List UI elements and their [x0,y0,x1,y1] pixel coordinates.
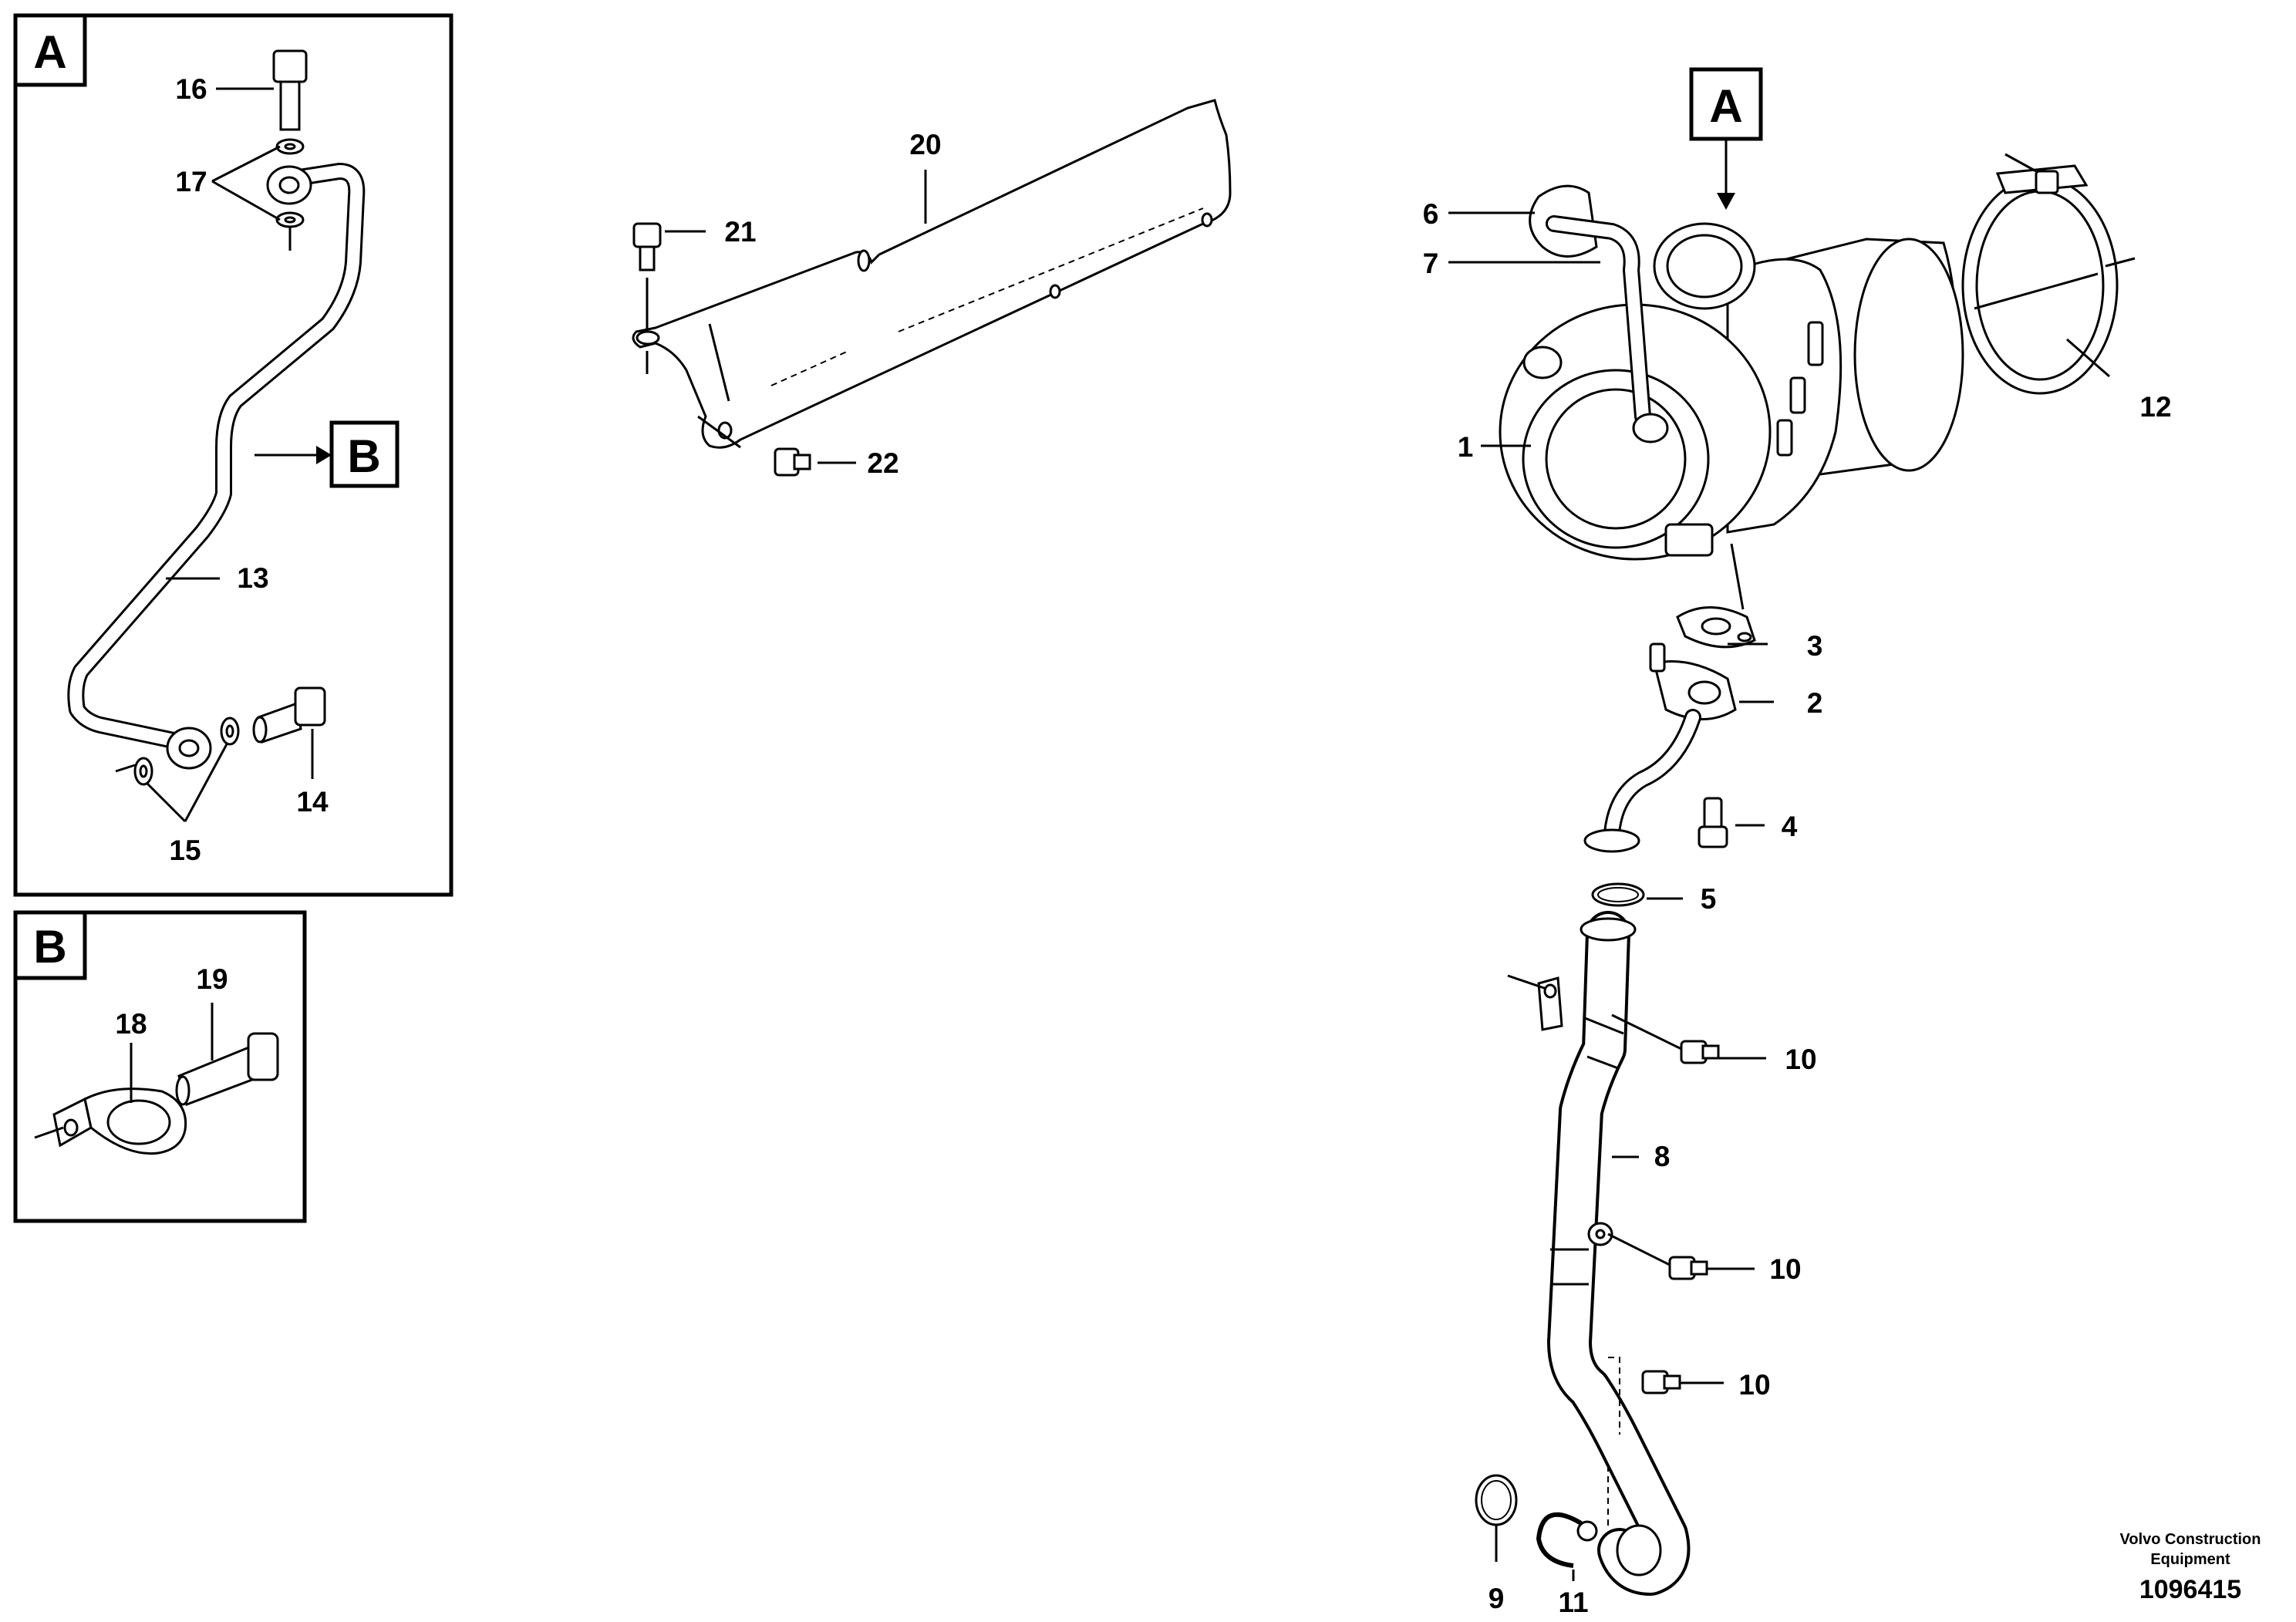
v-band-clamp [1961,153,2136,395]
brand-line1: Volvo Construction [2120,1531,2261,1548]
doc-number: 1096415 [2139,1575,2241,1604]
detail-b-frame [13,910,307,1223]
detail-b-tag [13,910,87,980]
banjo-bolt-14 [252,686,326,744]
o-ring-5 [1591,882,1645,907]
callout-10-upper: 10 [1785,1044,1816,1075]
oil-drain-pipe-2 [1583,642,1737,853]
detail-a: A [13,13,453,897]
banjo-bolt-16 [272,49,308,251]
detail-a-frame [13,13,453,897]
callout-22: 22 [867,447,899,479]
detail-b-pointer [329,420,400,488]
callout-11: 11 [1558,1587,1588,1618]
banjo-fitting-bottom [115,727,212,773]
banjo-fitting-top [266,165,312,205]
bolt-22 [774,447,811,477]
callout-20: 20 [909,129,941,160]
sealing-washers-17 [275,138,305,228]
bolt-4 [1698,797,1728,848]
clip-11 [1536,1512,1598,1568]
callout-21: 21 [724,216,756,248]
gasket-3 [1676,606,1756,649]
turbocharger [1499,184,1964,610]
callout-2: 2 [1807,687,1823,719]
callout-9: 9 [1489,1583,1505,1614]
callout-4: 4 [1782,811,1798,842]
detail-a-letter: A [33,26,66,78]
detail-a-pointer-letter: A [1709,80,1742,132]
detail-b: B 18 19 [13,910,307,1223]
callout-3: 3 [1807,630,1823,662]
o-ring-9 [1475,1474,1518,1526]
callout-17: 17 [175,166,207,197]
callout-10-middle: 10 [1769,1253,1801,1285]
callout-10-lower: 10 [1738,1369,1770,1401]
callout-18: 18 [115,1008,147,1040]
brand-line2: Equipment [2150,1551,2230,1568]
sealing-washers-15 [133,717,240,786]
callout-16: 16 [175,73,207,105]
callout-13: 13 [237,562,268,594]
bolt-10-lower [1641,1370,1681,1394]
detail-b-pointer-letter: B [347,430,380,482]
detail-b-letter: B [33,921,66,973]
oil-supply-pipe [67,163,366,749]
clamp-bolt-19 [175,1032,279,1106]
callout-6: 6 [1423,198,1439,230]
bolt-10-middle [1668,1256,1708,1280]
callout-8: 8 [1654,1141,1671,1172]
callout-15: 15 [169,835,201,866]
callout-5: 5 [1701,883,1717,915]
callout-12: 12 [2139,391,2171,423]
callout-14: 14 [296,786,329,818]
bolt-21 [632,222,662,374]
callout-7: 7 [1423,248,1439,279]
callout-1: 1 [1458,431,1474,463]
drain-hose-8 [1507,911,1691,1596]
callout-19: 19 [196,963,228,995]
detail-a-tag [13,13,87,87]
pipe-clamp-18 [34,1088,187,1155]
bolt-10-upper [1680,1040,1720,1064]
